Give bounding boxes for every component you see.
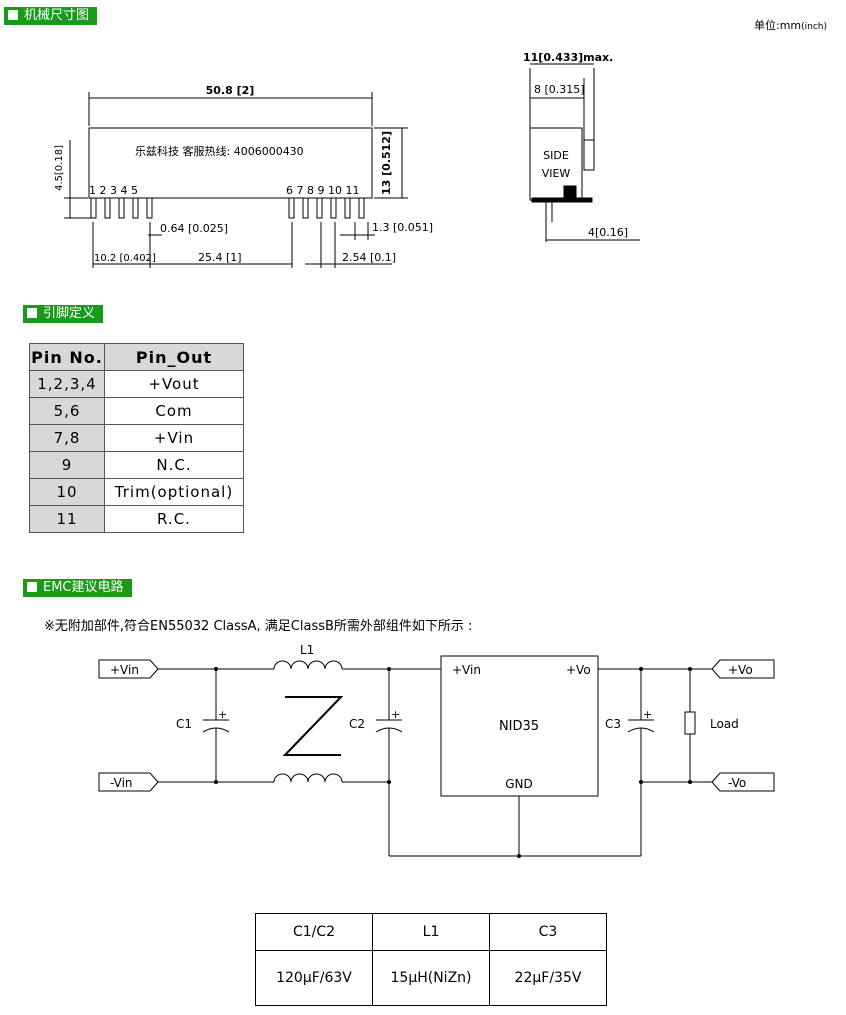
svg-text:C3: C3 <box>605 717 621 731</box>
inductor-bottom <box>273 773 343 783</box>
module-body <box>88 127 373 199</box>
svg-text:11[0.433]max.: 11[0.433]max. <box>523 51 613 64</box>
svg-text:L1: L1 <box>300 643 314 657</box>
svg-text:Load: Load <box>710 717 739 731</box>
table-header: Pin_Out <box>104 343 244 371</box>
svg-text:4[0.16]: 4[0.16] <box>588 226 628 239</box>
mechanical-drawing: 50.8 [2] 乐兹科技 客服热线: 4006000430 13 [0.512… <box>54 51 640 268</box>
table-header: C3 <box>489 913 607 951</box>
svg-text:1.3 [0.051]: 1.3 [0.051] <box>372 221 433 234</box>
svg-text:+: + <box>218 708 227 721</box>
table-row: 1,2,3,4+Vout <box>29 370 244 398</box>
svg-text:13 [0.512]: 13 [0.512] <box>380 131 393 195</box>
svg-text:0.64 [0.025]: 0.64 [0.025] <box>160 222 228 235</box>
svg-text:VIEW: VIEW <box>542 167 571 180</box>
square-icon <box>27 308 37 318</box>
section-header-mechanical: 机械尺寸图 <box>4 7 98 25</box>
load-resistor <box>684 711 696 735</box>
svg-text:+Vo: +Vo <box>566 663 591 677</box>
svg-text:8 [0.315]: 8 [0.315] <box>534 83 585 96</box>
svg-text:6 7 8 9 10 11: 6 7 8 9 10 11 <box>286 184 359 197</box>
svg-text:25.4 [1]: 25.4 [1] <box>198 251 242 264</box>
table-header: L1 <box>372 913 490 951</box>
vin-neg-terminal <box>98 772 159 792</box>
table-header: C1/C2 <box>255 913 373 951</box>
section-header-emc: EMC建议电路 <box>23 579 132 597</box>
table-row: 7,8+Vin <box>29 424 244 452</box>
svg-text:4.5[0.18]: 4.5[0.18] <box>54 145 65 191</box>
table-header: Pin No. <box>29 343 105 371</box>
svg-text:SIDE: SIDE <box>543 149 569 162</box>
square-icon <box>27 582 37 592</box>
svg-text:2.54 [0.1]: 2.54 [0.1] <box>342 251 396 264</box>
emc-circuit-diagram: +Vin -Vin L1 C1 + C2 + C3 + +Vin +Vo NID… <box>98 643 775 858</box>
parts-table: C1/C2 L1 C3 120μF/63V 15μH(NiZn) 22μF/35… <box>255 913 607 1006</box>
vin-pos-terminal <box>98 659 159 679</box>
svg-text:-Vo: -Vo <box>728 776 746 790</box>
svg-text:+: + <box>391 708 400 721</box>
svg-text:乐兹科技 客服热线: 4006000430: 乐兹科技 客服热线: 4006000430 <box>135 144 304 158</box>
table-header-row: C1/C2 L1 C3 <box>255 913 607 951</box>
svg-text:+Vin: +Vin <box>110 663 139 677</box>
svg-text:C2: C2 <box>349 717 365 731</box>
emc-note: ※无附加部件,符合EN55032 ClassA, 满足ClassB所需外部组件如… <box>44 619 473 634</box>
svg-text:50.8 [2]: 50.8 [2] <box>206 84 255 97</box>
svg-text:10.2 [0.402]: 10.2 [0.402] <box>94 253 156 264</box>
table-row: 120μF/63V 15μH(NiZn) 22μF/35V <box>255 950 607 1006</box>
svg-text:NID35: NID35 <box>499 719 539 734</box>
vo-pos-terminal <box>711 659 775 679</box>
table-header-row: Pin No. Pin_Out <box>29 343 244 371</box>
square-icon <box>8 10 18 20</box>
inductor-top <box>273 660 343 670</box>
unit-label: 单位:mm(inch) <box>754 19 828 32</box>
vo-neg-terminal <box>711 772 775 792</box>
svg-text:GND: GND <box>505 777 533 791</box>
svg-text:+Vo: +Vo <box>728 663 753 677</box>
svg-text:+Vin: +Vin <box>452 663 481 677</box>
svg-text:-Vin: -Vin <box>110 776 133 790</box>
svg-text:1 2 3 4 5: 1 2 3 4 5 <box>89 184 138 197</box>
svg-text:+: + <box>643 708 652 721</box>
section-header-pinout: 引脚定义 <box>23 305 104 323</box>
svg-text:C1: C1 <box>176 717 192 731</box>
